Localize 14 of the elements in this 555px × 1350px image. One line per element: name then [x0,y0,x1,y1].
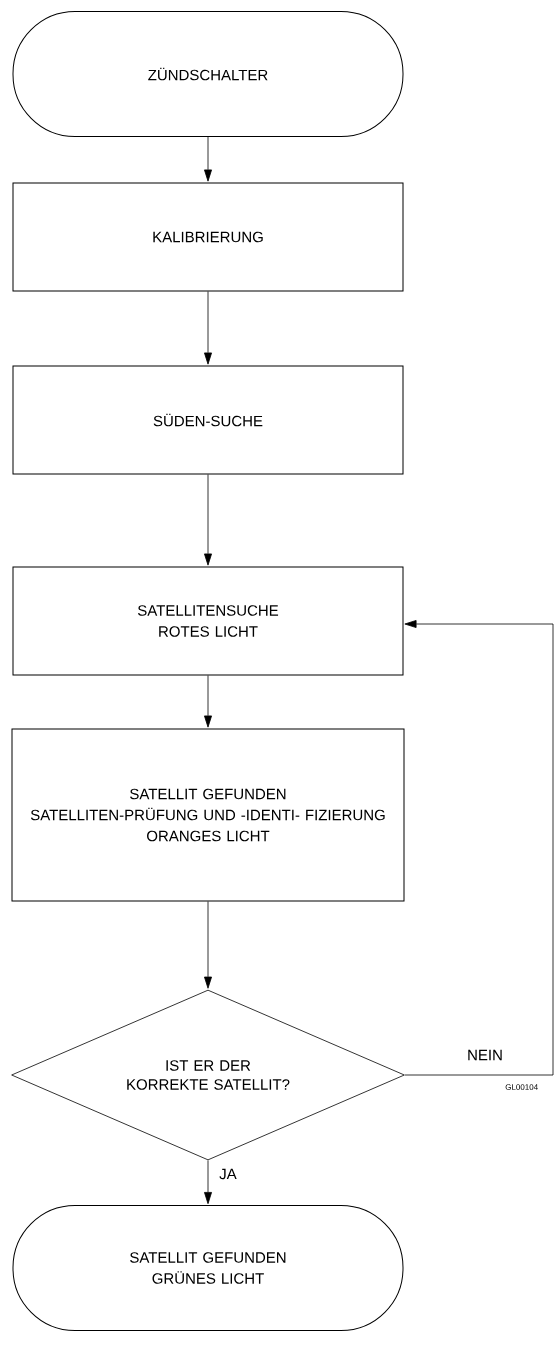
arrow [204,1160,212,1205]
process-box: KALIBRIERUNG [12,182,404,292]
arrow [204,675,212,728]
process-box: SÜDEN-SUCHE [12,365,404,475]
arrow [404,620,554,1076]
arrow [204,291,212,365]
arrow [204,136,212,182]
edge-label: NEIN [466,1048,504,1062]
arrow [204,901,212,989]
process-box: SATELLITENSUCHE ROTES LICHT [12,566,404,676]
edge-label: JA [218,1167,238,1181]
figure-code: GL00104 [505,1084,538,1090]
process-box: SATELLIT GEFUNDEN SATELLITEN-PRÜFUNG UND -IDENTI- FIZIERUNG ORANGES LICHT [11,728,405,902]
arrow [204,474,212,566]
